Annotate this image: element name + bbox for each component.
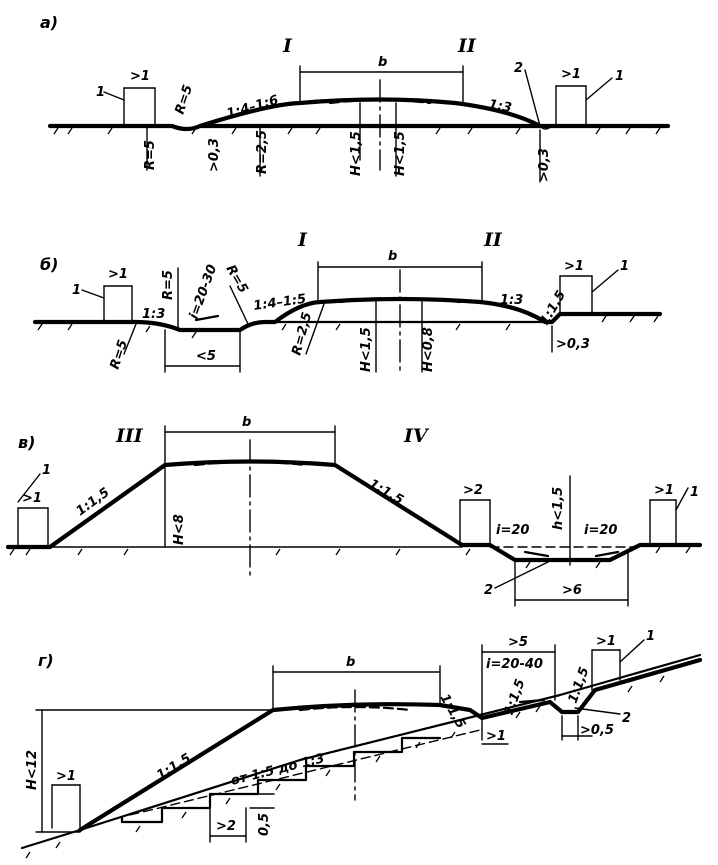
panel-b-depth-right: >0,3 [556, 337, 590, 352]
panel-v-section-right: IV [403, 425, 430, 447]
panel-g-hatching [25, 675, 665, 859]
panel-b-height-2: H<0,8 [421, 327, 436, 372]
panel-g-berm-top: >5 [508, 635, 528, 650]
panel-b-width-label: b [388, 249, 397, 264]
panel-a-radius-toe: R=2,5 [255, 130, 270, 174]
panel-a-depth-left: >0,3 [207, 138, 222, 172]
panel-g-natural-ground [20, 653, 702, 850]
panel-a-berm-right: >1 [561, 67, 581, 82]
panel-b-radius-1: R=5 [161, 270, 176, 300]
panel-v-hatching [9, 546, 691, 569]
panel-b-hatching [37, 315, 659, 339]
panel-v-slope-right: 1:1,5 [366, 476, 406, 508]
panel-v-grad-left: i=20 [496, 523, 529, 538]
panel-g-slope-ground: от 1:5 до 1:3 [229, 751, 326, 789]
panel-g-berm-left: >1 [56, 769, 76, 784]
panel-b-profile [32, 296, 663, 333]
panel-b-section-left: I [297, 229, 308, 251]
panel-a-marker-2: 2 [514, 61, 523, 76]
panel-g-step-height: 0,5 [257, 813, 272, 836]
panel-a-berm-left: >1 [130, 69, 150, 84]
panel-b-letter: б) [40, 255, 58, 274]
panel-g-slope-main: 1:1,5 [154, 751, 194, 783]
panel-b-slope-right: 1:3 [500, 293, 523, 308]
panel-a-letter: а) [40, 13, 58, 32]
panel-v-profile [5, 459, 703, 563]
panel-v-ditch-width: >6 [562, 583, 582, 598]
panel-v-marker-1-left: 1 [42, 463, 51, 478]
panel-a-marker-1-right: 1 [615, 69, 624, 84]
panel-g-steps [120, 736, 442, 824]
panel-a-depth-right: >0,3 [537, 148, 552, 182]
panel-b-radius-3: R=5 [223, 263, 251, 296]
panel-g-marker-1: 1 [646, 629, 655, 644]
panel-g-marker-2: 2 [622, 711, 631, 726]
panel-a-slope-left: 1:4–1:6 [225, 93, 280, 122]
panel-a-height-1: H<1,5 [349, 131, 364, 176]
panel-a-section-right: II [457, 35, 477, 57]
panel-b-marker-1-right: 1 [620, 259, 629, 274]
panel-b-radius-2: R=5 [108, 338, 132, 371]
panel-b-berm-left: >1 [108, 267, 128, 282]
panel-b-slope-ditch: 1:3 [142, 307, 165, 322]
panel-b: б) I II b >1 1 >1 1 1:3 R=5 R=5 R=5 i=20… [32, 229, 663, 373]
panel-v-letter: в) [18, 433, 35, 452]
panel-v-ditch-depth: h<1,5 [551, 487, 566, 530]
panel-a-radius-bottom: R=5 [143, 140, 158, 170]
panel-g-berm-far: >1 [596, 634, 616, 649]
panel-b-section-right: II [483, 229, 503, 251]
panel-g-dashed-slope [129, 729, 481, 816]
panel-a-slope-right: 1:3 [487, 97, 513, 116]
panel-b-berm-right: >1 [564, 259, 584, 274]
panel-v-grad-right: i=20 [584, 523, 617, 538]
panel-g-width-label: b [346, 655, 355, 670]
panel-b-slope-ditch-right: 1:1,5 [537, 288, 569, 328]
panel-g-embankment [77, 657, 703, 833]
panel-g-gradient: i=20-40 [486, 657, 543, 672]
panel-g-step-width: >2 [216, 819, 236, 834]
panel-g-letter: г) [38, 651, 54, 670]
panel-v-marker-1-right: 1 [690, 485, 699, 500]
panel-b-radius-toe: R=2,5 [289, 311, 315, 357]
panel-v-berm-right: >1 [654, 483, 674, 498]
panel-b-height-1: H<1,5 [359, 327, 374, 372]
panel-b-slope-left: 1:4–1:5 [252, 292, 307, 314]
panel-g-berm-small: >1 [486, 729, 506, 744]
panel-g-slope-right-2: 1:1,5 [502, 677, 529, 717]
panel-v-height: H<8 [172, 514, 187, 545]
panel-v-section-left: III [115, 425, 144, 447]
panel-b-gradient: i=20-30 [187, 263, 221, 322]
panel-a-ditch [539, 125, 553, 130]
panel-a-height-2: H<1,5 [393, 131, 408, 176]
panel-a-hatching [53, 127, 661, 135]
panel-a-width-label: b [378, 55, 387, 70]
panel-g: г) H<12 b >1 1:1,5 от 1:5 до 1:3 >2 0,5 [20, 629, 703, 859]
panel-b-ditch-width: <5 [196, 349, 216, 364]
panel-a-marker-1-left: 1 [96, 85, 105, 100]
panel-b-marker-1-left: 1 [72, 283, 81, 298]
panel-v-berm-mid: >2 [463, 483, 483, 498]
panel-v: в) III IV b 1:1,5 1:1,5 H<8 >1 1 >2 >1 [5, 415, 703, 607]
panel-g-height: H<12 [25, 750, 40, 790]
panel-v-marker-2: 2 [484, 583, 493, 598]
panel-v-width-label: b [242, 415, 251, 430]
panel-a-section-left: I [282, 35, 293, 57]
panel-a: а) I II b >1 1 >1 1 2 R=5 R=5 [40, 13, 671, 183]
panel-g-ditch-depth: >0,5 [580, 723, 614, 738]
panel-v-berm-left: >1 [22, 491, 42, 506]
panel-a-radius-top: R=5 [173, 83, 197, 116]
